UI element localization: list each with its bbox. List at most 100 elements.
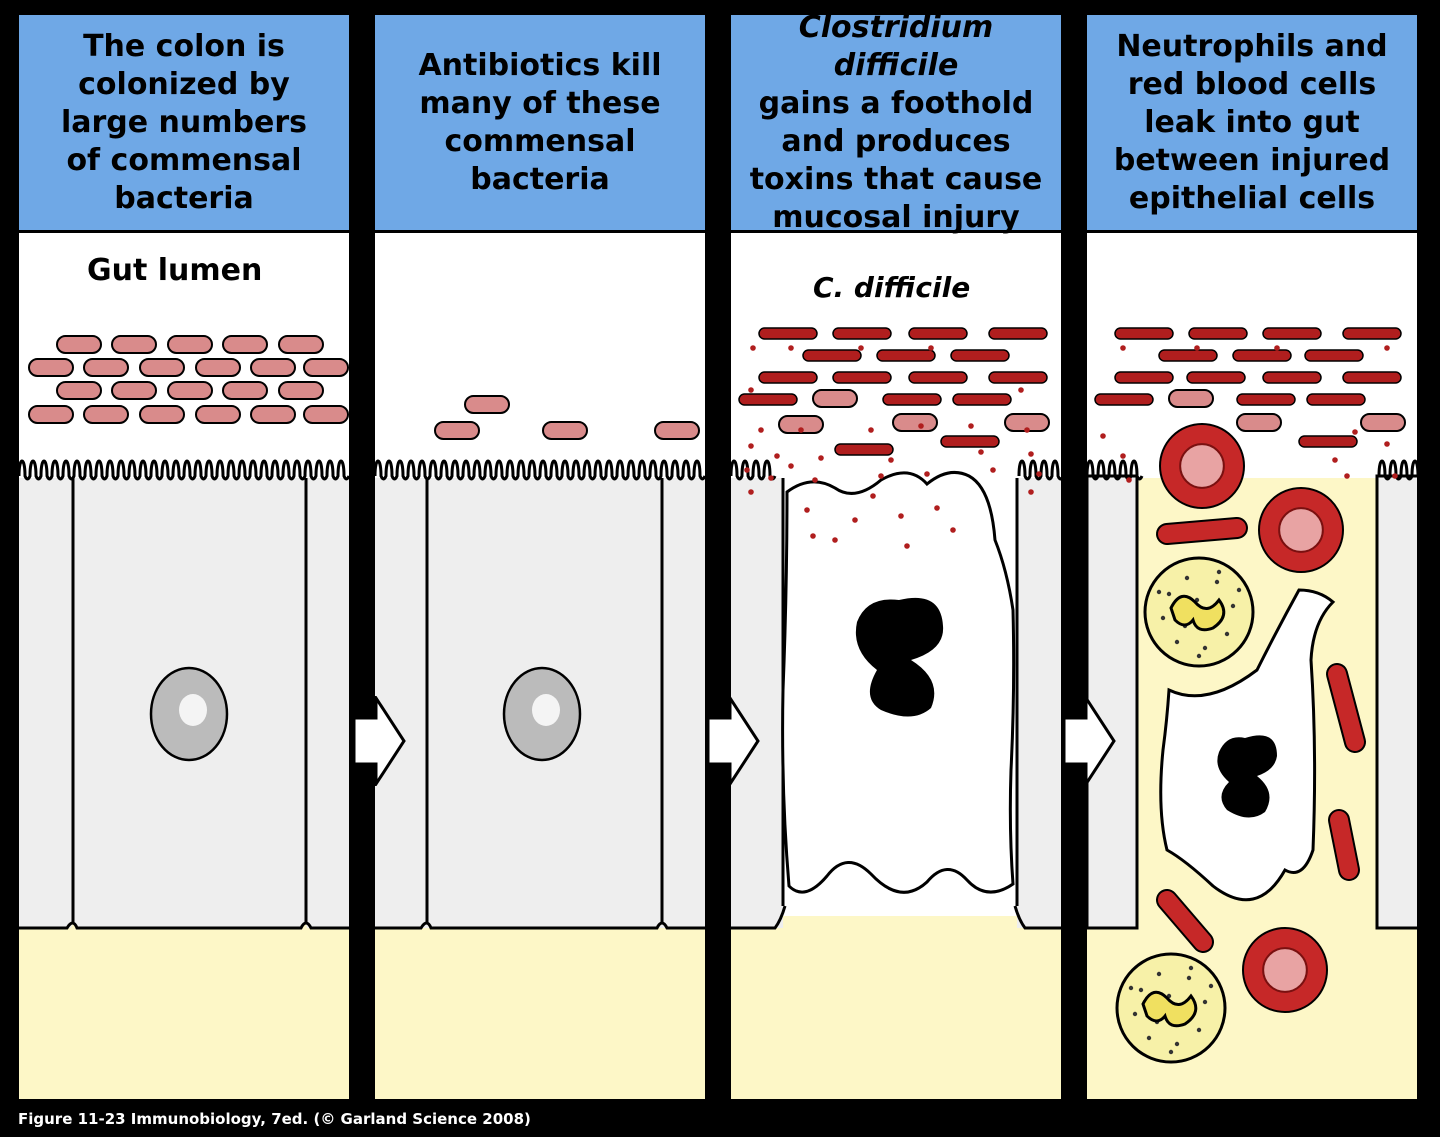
toxin-dot [1332,457,1338,463]
c-difficile-bacterium [1342,327,1402,340]
toxin-dot [1352,429,1358,435]
toxin-dot [1018,387,1024,393]
c-difficile-bacterium [908,371,968,384]
neutrophil-granule [1196,653,1202,659]
toxin-dot [878,473,884,479]
title-line: Clostridium difficile [798,12,994,83]
neutrophil-granule [1174,1041,1180,1047]
title-line: bacteria [114,180,254,216]
microvilli [1017,459,1061,481]
neutrophil-nucleus [1169,594,1226,632]
commensal-bacterium [167,381,213,400]
neutrophil-granule [1166,591,1172,597]
neutrophil-granule [1184,575,1190,581]
title-line: gains a foothold [758,85,1034,121]
commensal-bacterium [139,405,185,424]
nucleus-highlight [179,694,207,726]
commensal-bacterium [83,405,129,424]
title-line: large numbers [60,104,308,140]
gut-lumen-label: Gut lumen [87,253,263,288]
toxin-dot [758,427,764,433]
title-line: between injured [1113,142,1391,178]
c-difficile-bacterium [1094,393,1154,406]
toxin-dot [1194,345,1200,351]
commensal-bacterium [195,358,241,377]
c-difficile-bacterium [1114,371,1174,384]
c-difficile-bacterium [988,371,1048,384]
neutrophil-granule [1156,971,1162,977]
c-difficile-bacterium [952,393,1012,406]
epithelium-left [1087,474,1139,930]
c-difficile-bacterium [1114,327,1174,340]
toxin-dot [812,477,818,483]
c-difficile-bacterium [950,349,1010,362]
process-arrow [706,696,760,786]
neutrophil-granule [1186,975,1192,981]
panel-illustration [375,395,705,1099]
microvilli [19,459,349,481]
commensal-bacterium [250,405,296,424]
commensal-bacterium [542,421,588,440]
commensal-bacterium [654,421,700,440]
lamina-propria [19,916,349,1099]
commensal-bacterium [195,405,241,424]
red-blood-cell [1158,519,1246,543]
toxin-dot [858,345,864,351]
toxin-dot [904,543,910,549]
microvilli [731,459,777,481]
red-blood-cell [1328,665,1364,751]
c-difficile-bacterium [832,327,892,340]
process-arrow [1062,696,1116,786]
commensal-bacterium [1168,389,1214,408]
neutrophil-granule [1132,1011,1138,1017]
c-difficile-bacterium [940,435,1000,448]
toxin-dot [1120,453,1126,459]
title-line: commensal [444,123,636,159]
toxin-dot [750,345,756,351]
toxin-dot [950,527,956,533]
commensal-bacterium [56,381,102,400]
neutrophil-granule [1174,639,1180,645]
commensal-bacterium [278,381,324,400]
toxin-dot [832,537,838,543]
neutrophil-granule [1196,1027,1202,1033]
toxin-dot [968,423,974,429]
toxin-dot [798,427,804,433]
commensal-bacterium [892,413,938,432]
c-difficile-bacterium [876,349,936,362]
nucleus [1217,735,1277,818]
neutrophil-nucleus [1141,990,1198,1028]
toxin-dot [978,449,984,455]
epithelium-right [1017,478,1061,928]
neutrophil-granule [1208,983,1214,989]
toxin-dot [768,475,774,481]
commensal-bacterium [28,358,74,377]
toxin-dot [744,467,750,473]
epithelium-left [731,478,783,928]
figure-caption: Figure 11-23 Immunobiology, 7ed. (© Garl… [18,1110,531,1128]
toxin-dot [818,455,824,461]
lamina-propria [375,916,705,1099]
c-difficile-bacterium [908,327,968,340]
commensal-bacterium [1236,413,1282,432]
toxin-dot [1384,345,1390,351]
red-blood-cell-center [1278,507,1324,553]
neutrophil-granule [1146,1035,1152,1041]
commensal-bacterium [167,335,213,354]
commensal-bacterium [139,358,185,377]
red-blood-cell [1158,891,1212,951]
c-difficile-bacterium [832,371,892,384]
epithelium-right [1375,474,1417,930]
basement-membrane [731,905,1061,930]
title-line: mucosal injury [772,199,1020,235]
commensal-bacterium [1360,413,1406,432]
toxin-dot [918,423,924,429]
toxin-dot [868,427,874,433]
